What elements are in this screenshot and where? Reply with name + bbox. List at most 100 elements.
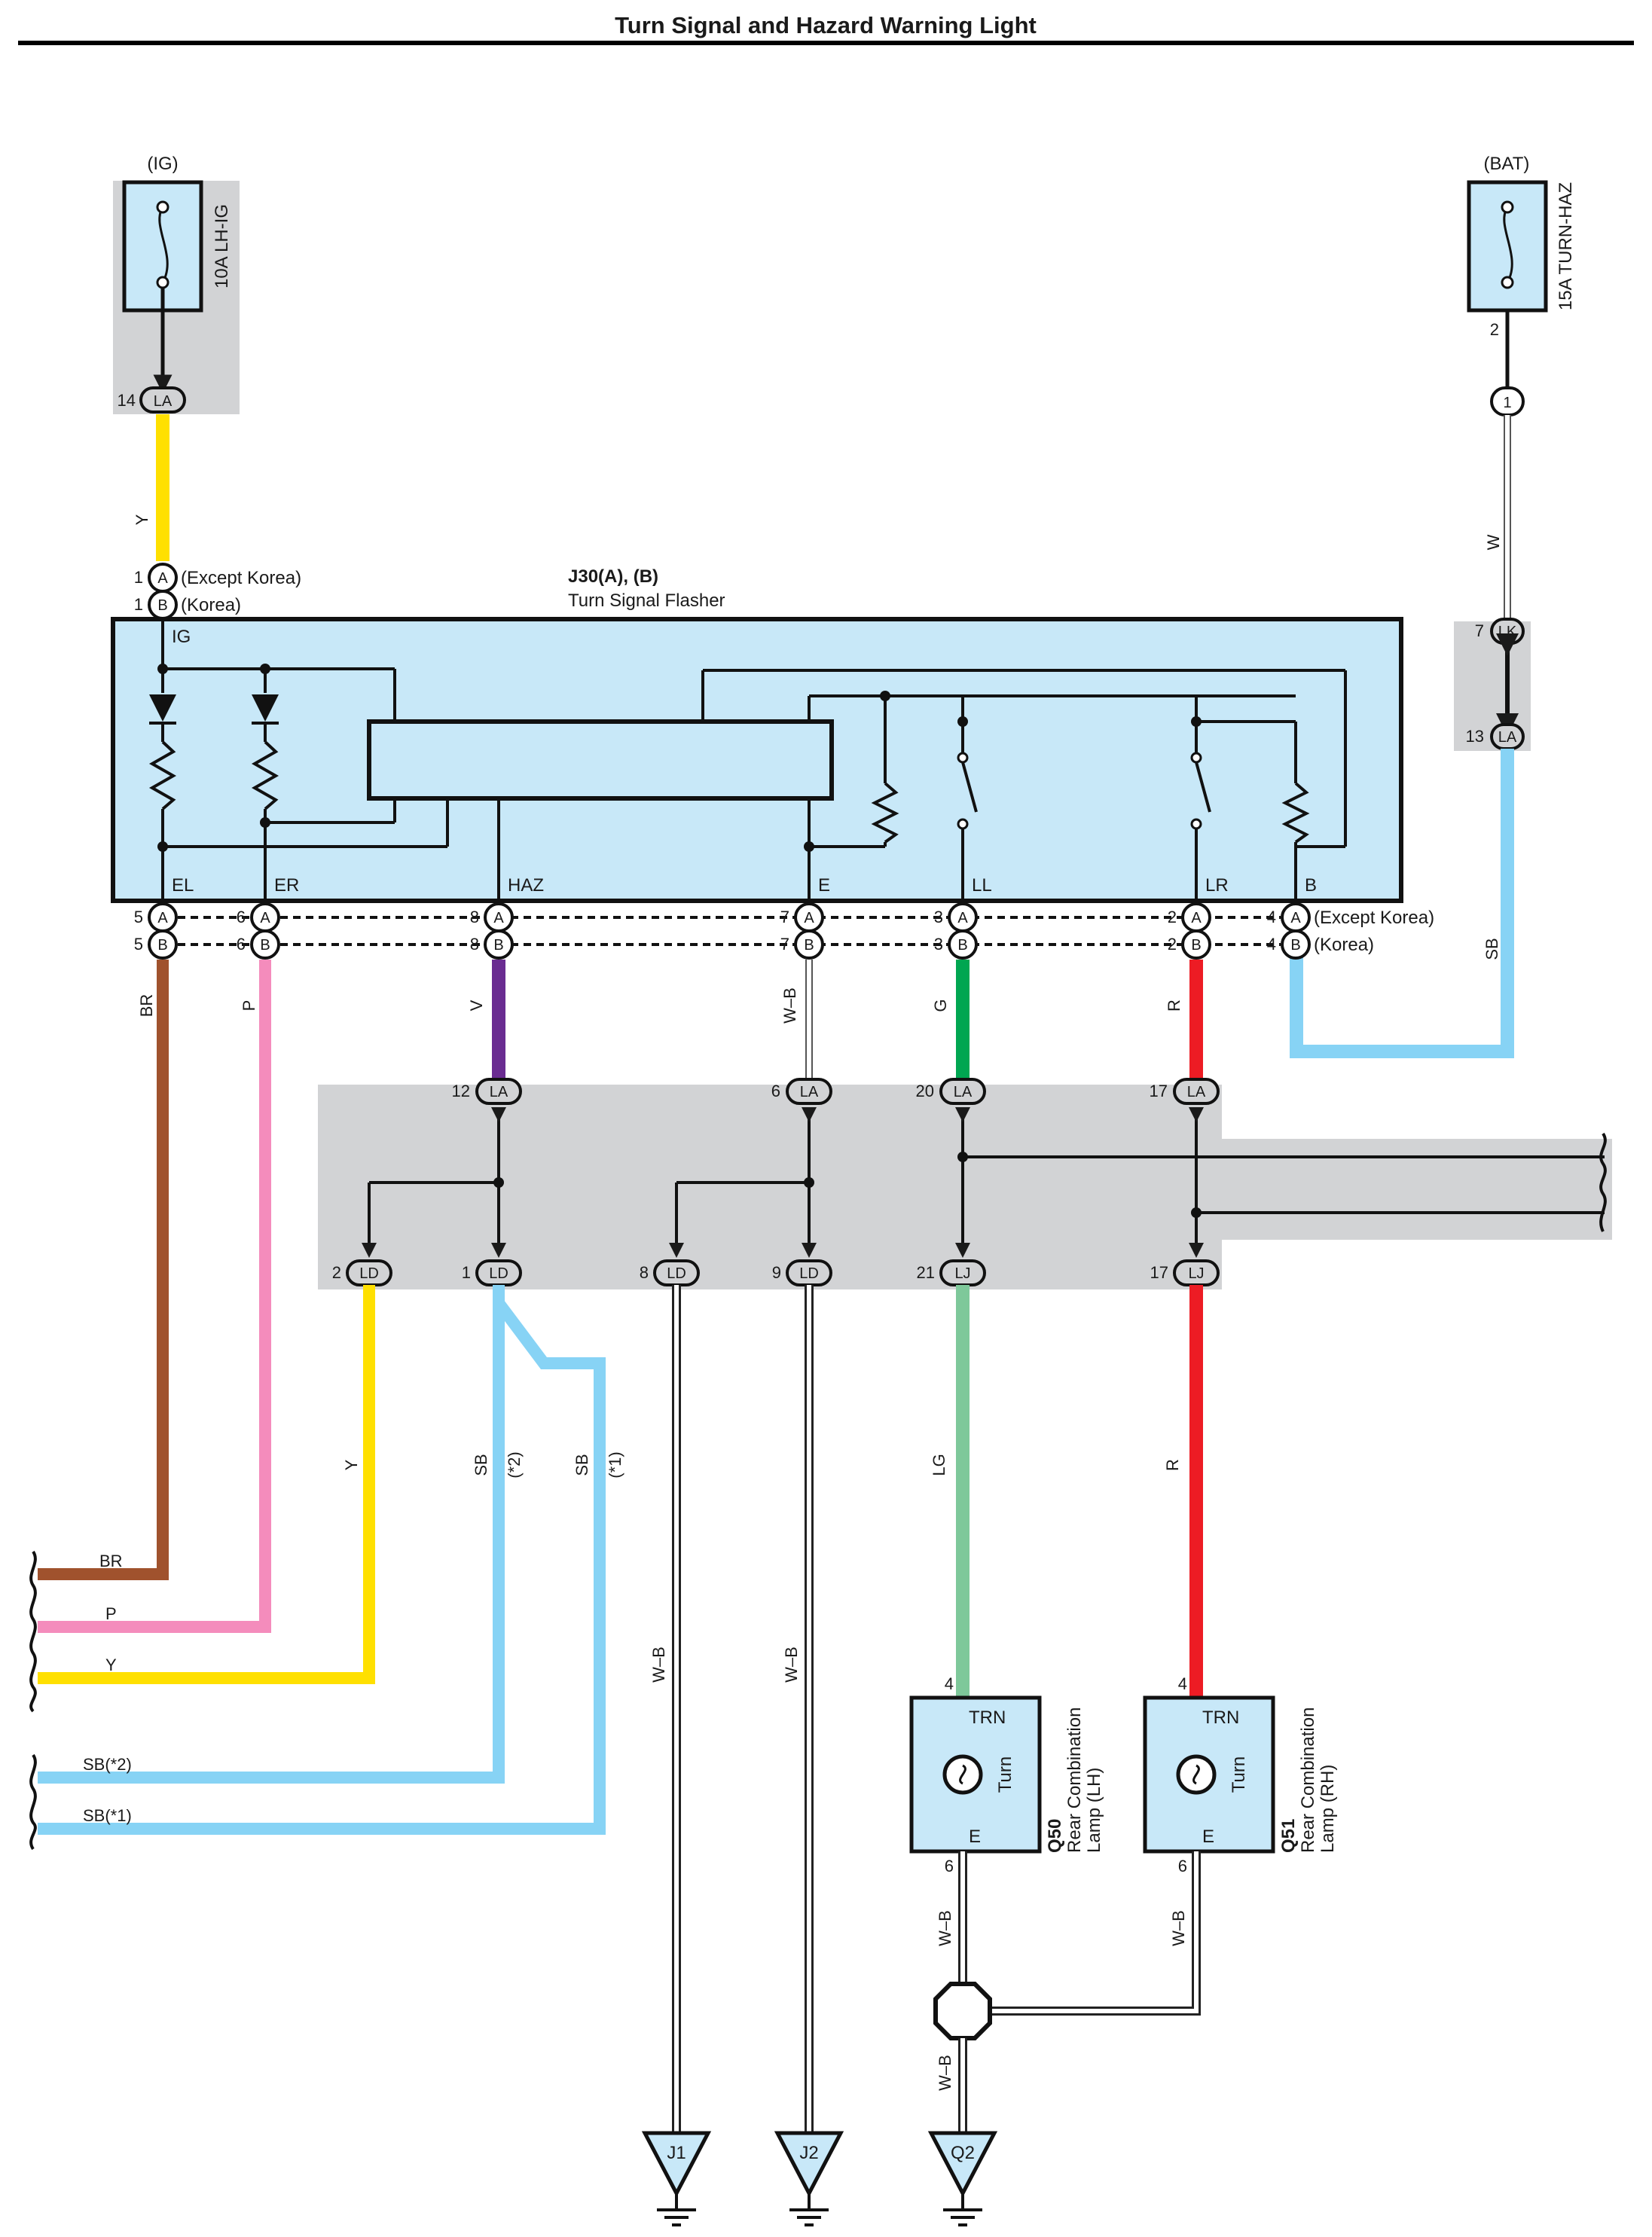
lamp-rh-code: Q51 [1278,1819,1299,1853]
lamp-rh-e: E [1202,1827,1214,1847]
wire-wb-q2-label: W–B [936,2055,954,2091]
jb3-conn: LD [667,1265,686,1282]
jb1-conn: LD [359,1265,379,1282]
ground-j2-label: J2 [799,2143,818,2163]
wire-lg-label: LG [930,1454,948,1476]
jt4-conn: LA [1187,1084,1206,1100]
title-rule [18,41,1634,45]
lk-la-connector-label: LA [1498,729,1517,746]
wire-r-out [1189,1285,1203,1698]
jb5-conn: LJ [954,1265,970,1282]
wire-y-out [38,1285,375,1684]
diode-er-icon [252,694,279,722]
terminal-e-label: E [818,875,830,896]
e-conn-b: B [804,937,814,954]
er-conn-b: B [260,937,270,954]
exit-sb1-label: SB(*1) [83,1806,132,1825]
ground-j1-label: J1 [667,2143,686,2163]
haz-conn-b: B [493,937,503,954]
ground-j1 [641,2131,712,2226]
lamp-lh-turn: Turn [995,1756,1015,1793]
b-pin-b: 4 [1267,935,1276,954]
sb-wire-battery [1290,749,1514,1058]
ground-q2 [927,2131,998,2226]
ll-conn-a: A [957,910,968,926]
jb6-conn: LJ [1188,1265,1204,1282]
jb2-conn: LD [489,1265,508,1282]
wire-p-label: P [240,1000,258,1012]
ig-wire-y [156,414,169,561]
ig-la-pin: 14 [118,391,136,410]
junction-top-conn-1 [475,1078,522,1105]
junction-top-conn-2 [786,1078,832,1105]
bat-fuse-name: 15A TURN-HAZ [1556,182,1576,310]
wire-sb2-note: (*2) [505,1451,524,1478]
lk-connector-label: LK [1498,624,1517,640]
e-pin-b: 7 [780,935,789,954]
wire-sb1-note: (*1) [606,1451,624,1478]
jt1-conn: LA [490,1084,508,1100]
wire-br-label: BR [137,994,156,1018]
b-pin-a: 4 [1267,908,1276,926]
ig-la-connector-label: LA [154,393,173,410]
bat-fuse-icon [1501,200,1514,289]
er-pin-b: 6 [237,935,246,954]
lamp-lh-pin-top: 4 [945,1674,954,1693]
bat-wire-label: W [1484,534,1503,550]
junction-top-conn-3 [939,1078,986,1105]
lr-conn-a: A [1191,910,1202,926]
junction-dots [493,1152,1202,1218]
lk-la-pin: 13 [1466,727,1484,746]
ll-pin-b: 3 [934,935,943,954]
left-break-icon-2 [29,1753,37,1851]
flasher-ig-conn-a-letter: A [157,570,168,587]
jb2-pin: 1 [462,1263,471,1282]
exit-y-label: Y [105,1656,117,1674]
lamp-lh-name2: Lamp (LH) [1084,1768,1104,1853]
flasher-ig-conn-b-letter: B [157,597,167,614]
splice-point-icon [933,1982,992,2040]
exit-sb2-label: SB(*2) [83,1755,132,1774]
wire-sb2-label: SB [472,1454,490,1476]
jt3-pin: 20 [916,1082,934,1100]
lamp-lh-e: E [969,1827,981,1847]
jb5-pin: 21 [917,1263,935,1282]
wire-wb-rh-label: W–B [1169,1910,1188,1946]
switch-contacts [957,752,1202,830]
bat-source-label: (BAT) [1484,154,1530,174]
terminal-haz-label: HAZ [508,875,544,896]
ll-pin-a: 3 [934,908,943,926]
ig-fuse-icon [156,200,169,289]
ig-fuse-name: 10A LH-IG [212,204,232,288]
e-pin-a: 7 [780,908,789,926]
ground-q2-label: Q2 [951,2143,975,2163]
el-conn-b: B [157,937,167,954]
lamp-lh-name1: Rear Combination [1064,1708,1085,1853]
exit-br-label: BR [99,1552,123,1570]
wire-r-label: R [1165,999,1183,1012]
flasher-ig-terminal: IG [172,627,191,647]
er-pin-a: 6 [237,908,246,926]
lamp-rh-turn: Turn [1229,1756,1249,1793]
er-conn-a: A [260,910,270,926]
page-title: Turn Signal and Hazard Warning Light [615,12,1037,38]
wire-g [956,960,970,1085]
b-conn-b: B [1290,937,1300,954]
bat-fuse-pin: 2 [1490,320,1499,339]
el-pin-b: 5 [134,935,143,954]
jt4-pin: 17 [1150,1082,1168,1100]
lamp-lh-pin-bot: 6 [945,1857,954,1875]
ig-wire-label: Y [133,514,151,525]
wire-r-out-label: R [1163,1459,1182,1471]
flasher-name: Turn Signal Flasher [568,591,725,611]
continuation-break-icon [1599,1132,1607,1232]
terminal-er-label: ER [274,875,299,896]
jb4-conn: LD [799,1265,819,1282]
flasher-conn-e [794,902,824,960]
wire-wb-j1-label: W–B [649,1646,668,1683]
lamp-lh-trn: TRN [969,1708,1006,1728]
ig-la-connector [139,386,186,414]
flasher-ic-block [367,719,834,801]
e-conn-a: A [804,910,814,926]
conn-b-note: (Korea) [1314,935,1374,955]
